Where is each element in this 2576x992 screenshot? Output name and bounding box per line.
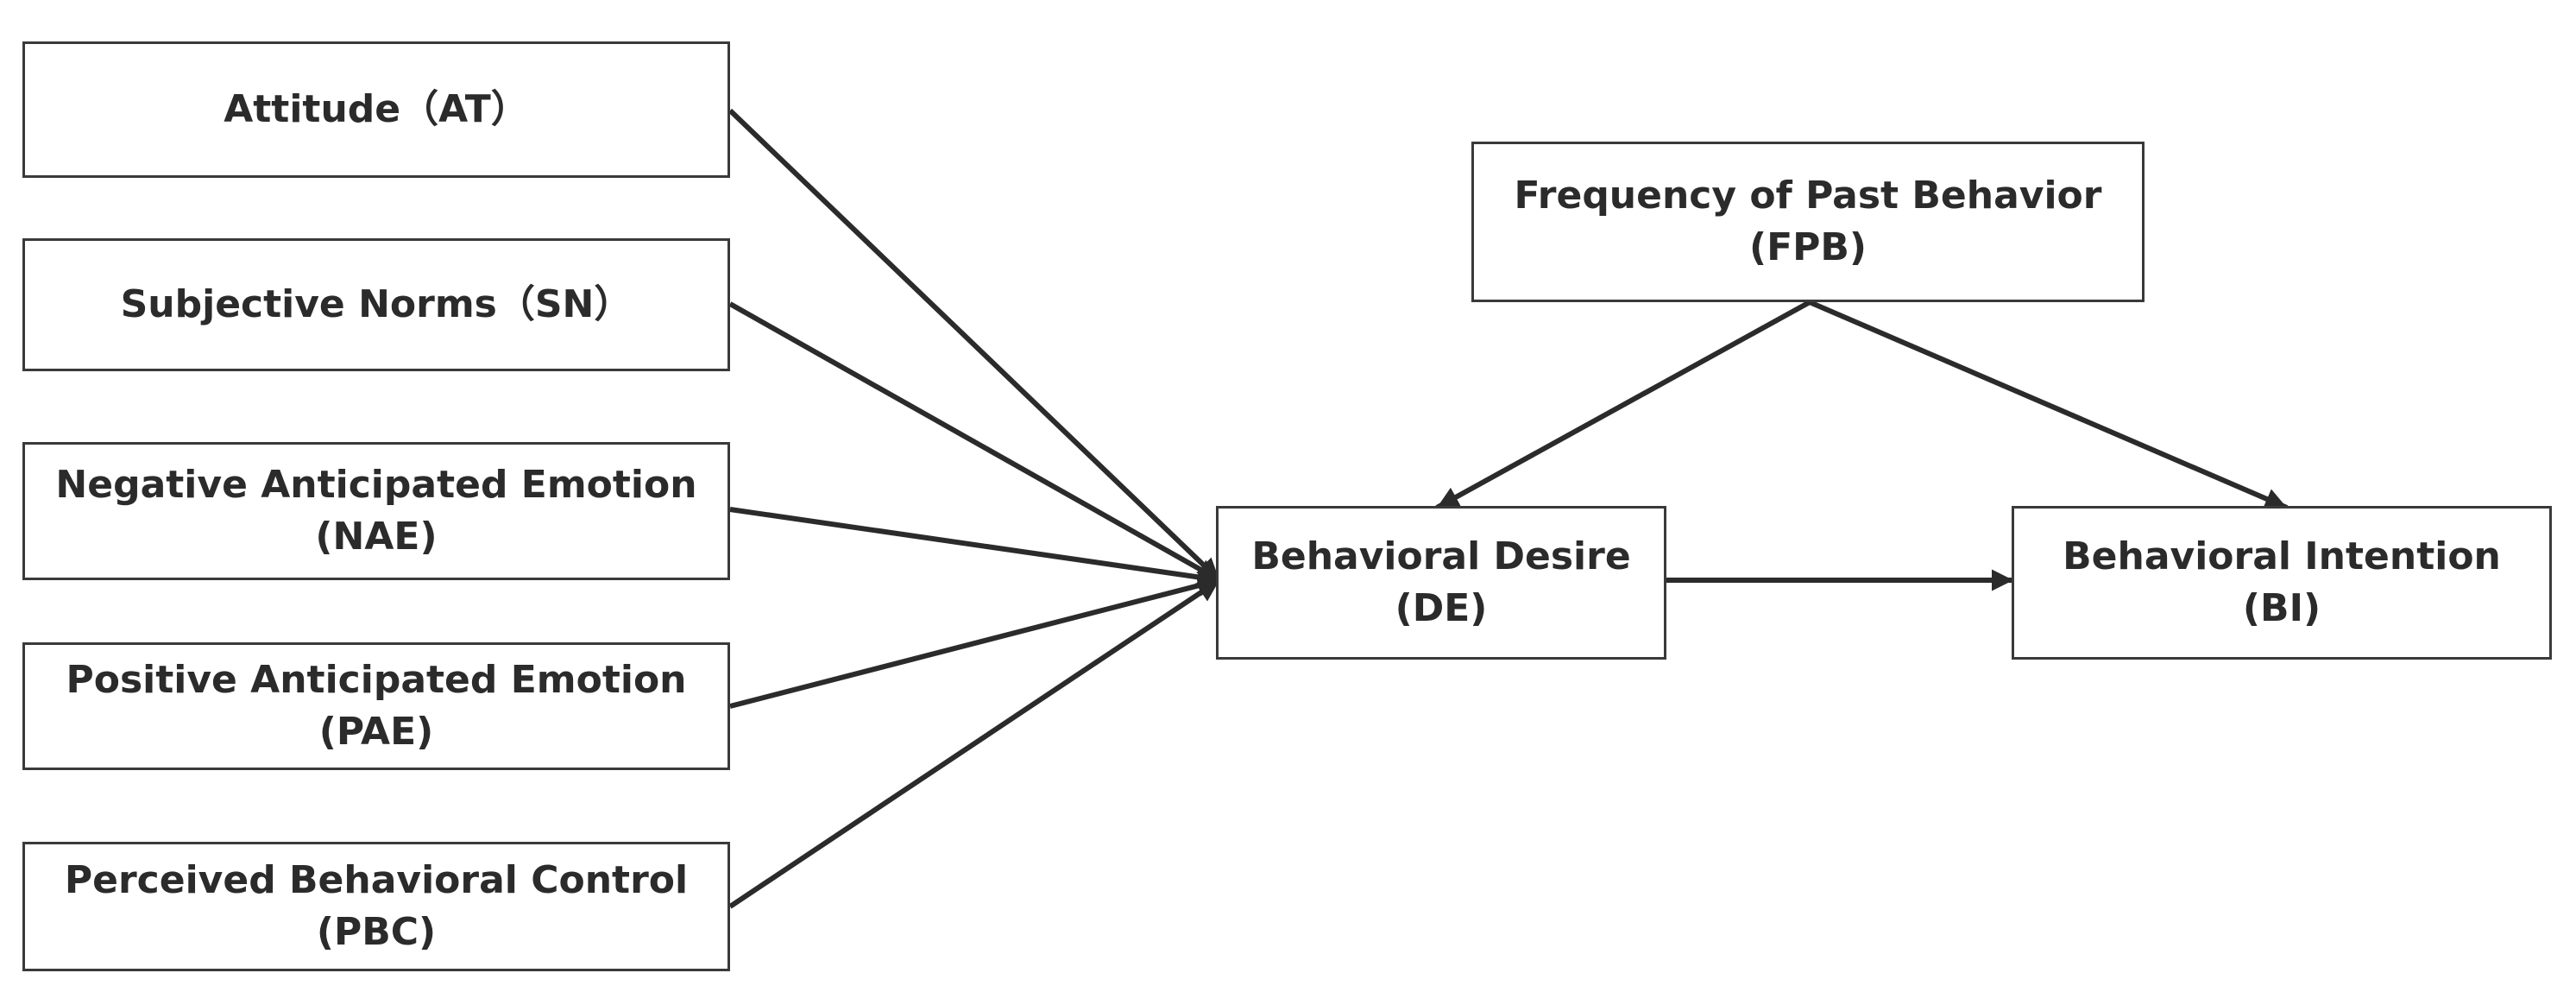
node-pae-abbrev: (PAE) bbox=[318, 710, 434, 754]
node-perceived-behavioral-control: Perceived Behavioral Control (PBC) bbox=[22, 842, 730, 971]
edge-fpb-bi bbox=[1808, 300, 2289, 510]
edge-fpb-de bbox=[1435, 300, 1811, 510]
edge-nae-de bbox=[729, 507, 1220, 588]
node-de-abbrev: (DE) bbox=[1395, 586, 1488, 630]
edge-pae-de bbox=[729, 575, 1220, 709]
node-attitude-label: Attitude（AT） bbox=[224, 87, 529, 131]
node-bi-label: Behavioral Intention bbox=[2063, 534, 2501, 578]
edge-sn-de bbox=[728, 301, 1221, 583]
node-pbc-abbrev: (PBC) bbox=[316, 910, 437, 954]
node-pbc-label: Perceived Behavioral Control bbox=[64, 858, 689, 902]
node-subjective-norms-label: Subjective Norms（SN） bbox=[120, 282, 633, 326]
edge-at-de bbox=[727, 108, 1222, 583]
edge-pbc-de bbox=[728, 578, 1221, 909]
node-positive-anticipated-emotion: Positive Anticipated Emotion (PAE) bbox=[22, 642, 730, 770]
node-frequency-of-past-behavior: Frequency of Past Behavior (FPB) bbox=[1471, 142, 2145, 302]
node-attitude: Attitude（AT） bbox=[22, 41, 730, 178]
node-bi-abbrev: (BI) bbox=[2242, 586, 2321, 630]
node-subjective-norms: Subjective Norms（SN） bbox=[22, 238, 730, 371]
node-behavioral-intention: Behavioral Intention (BI) bbox=[2012, 506, 2552, 660]
node-pae-label: Positive Anticipated Emotion bbox=[66, 658, 687, 702]
node-fpb-abbrev: (FPB) bbox=[1748, 225, 1867, 269]
node-negative-anticipated-emotion: Negative Anticipated Emotion (NAE) bbox=[22, 442, 730, 580]
node-de-label: Behavioral Desire bbox=[1251, 534, 1631, 578]
node-fpb-label: Frequency of Past Behavior bbox=[1514, 174, 2102, 218]
node-nae-abbrev: (NAE) bbox=[315, 515, 438, 559]
node-behavioral-desire: Behavioral Desire (DE) bbox=[1216, 506, 1666, 660]
node-nae-label: Negative Anticipated Emotion bbox=[55, 463, 697, 507]
